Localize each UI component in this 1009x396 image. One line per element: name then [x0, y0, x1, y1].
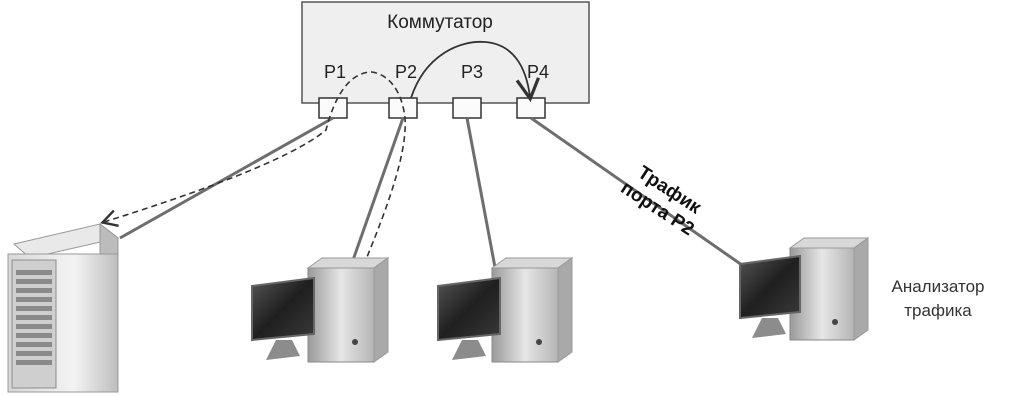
- analyzer-pc-icon: [739, 237, 870, 341]
- port-label-p1: P1: [323, 62, 347, 82]
- port-label-p2: P2: [394, 62, 418, 82]
- pc-1-icon: [251, 257, 390, 363]
- cable-p4-analyzer: [530, 116, 753, 274]
- cable-p1-server: [119, 116, 334, 240]
- port-p4-socket: [516, 97, 546, 119]
- mirror-arrow-p2-to-p4: [410, 40, 540, 103]
- port-label-p3: P3: [460, 62, 484, 82]
- cable-p3-pc2: [465, 117, 499, 279]
- analyzer-label-line1: Анализатор: [891, 277, 985, 296]
- cable-p2-pc1: [344, 117, 405, 281]
- traffic-path-pc1-to-server: [100, 71, 406, 285]
- port-p3-socket: [452, 97, 482, 119]
- port-label-p4: P4: [526, 62, 550, 82]
- server-icon: [7, 222, 120, 393]
- analyzer-label: Анализатор трафика: [868, 275, 1008, 323]
- analyzer-label-line2: трафика: [904, 301, 972, 320]
- pc-2-icon: [437, 257, 574, 363]
- switch-title: Коммутатор: [387, 12, 493, 33]
